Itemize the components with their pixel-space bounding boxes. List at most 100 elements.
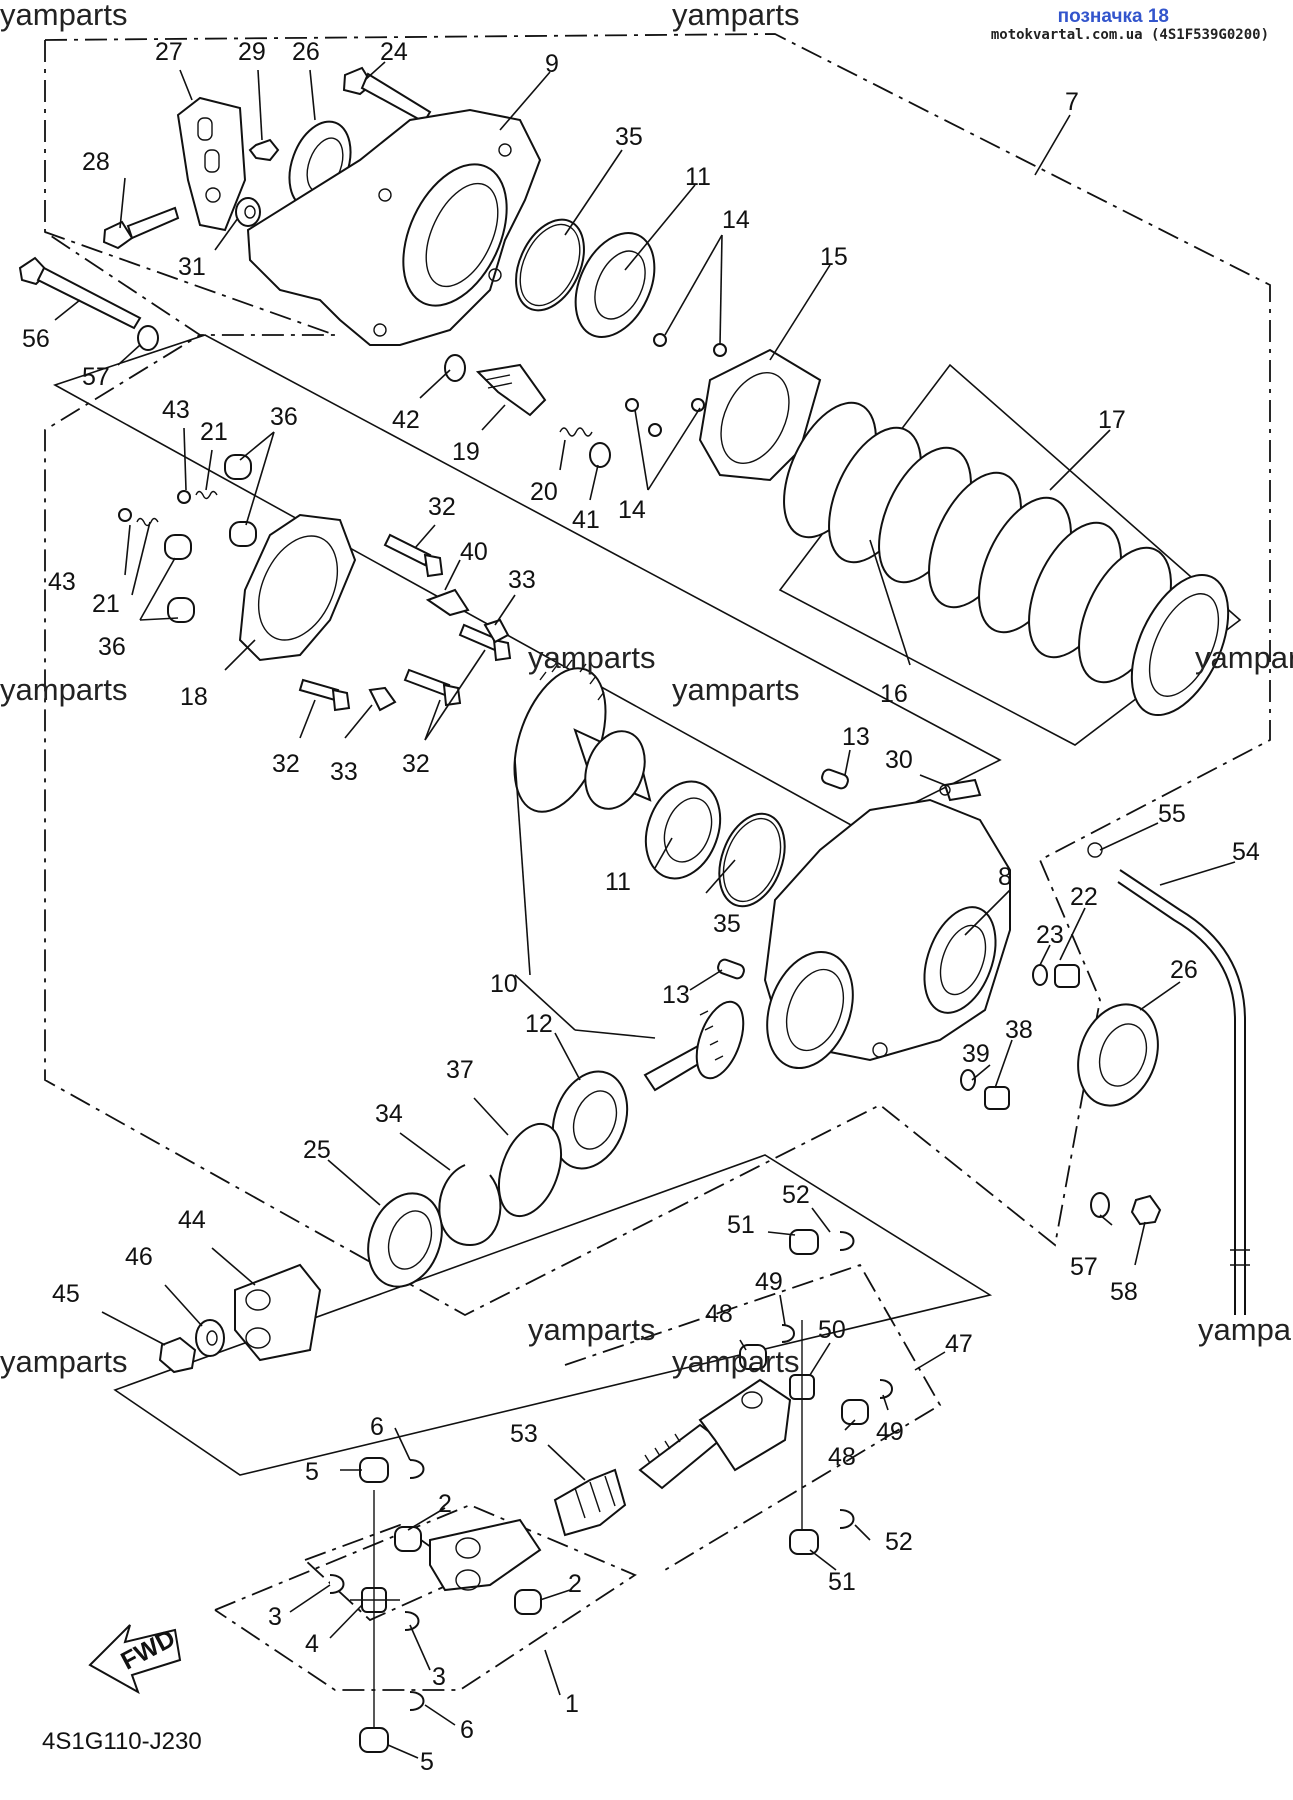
part-9-cover-housing <box>246 108 542 346</box>
callout-32-right: 32 <box>402 750 430 778</box>
callout-1: 1 <box>565 1690 579 1718</box>
watermarks: yamparts yamparts yamparts yamparts yamp… <box>0 0 1293 1379</box>
callout-11-lower: 11 <box>605 868 631 896</box>
part-28-bolt <box>102 206 180 250</box>
part-3-6-circlips <box>329 1459 425 1711</box>
callout-44: 44 <box>178 1206 206 1234</box>
part-8-main-housing <box>763 798 1011 1070</box>
callout-26: 26 <box>292 38 320 66</box>
part-13-dowels <box>717 768 849 980</box>
part-53-boot <box>553 1468 627 1537</box>
callout-8: 8 <box>998 863 1012 891</box>
callout-10: 10 <box>490 970 518 998</box>
callout-30: 30 <box>885 746 913 774</box>
part-55-hose-clip <box>1087 842 1103 858</box>
part-4-spider <box>350 1490 400 1728</box>
part-50-spider <box>789 1320 815 1545</box>
part-48-51-bearing-caps <box>739 1229 869 1555</box>
callout-49-right: 49 <box>876 1418 904 1446</box>
callout-27: 27 <box>155 38 183 66</box>
part-15-gasket <box>698 348 822 482</box>
callout-58: 58 <box>1110 1278 1138 1306</box>
part-18-gasket-plate <box>238 513 357 662</box>
part-22-23-drain-plug <box>1032 964 1080 988</box>
callout-57-right: 57 <box>1070 1253 1098 1281</box>
part-25-seal <box>367 1192 443 1288</box>
callout-32-left: 32 <box>272 750 300 778</box>
part-31-washer <box>235 197 261 227</box>
part-57-washer <box>1090 1192 1110 1218</box>
callout-55: 55 <box>1158 800 1186 828</box>
callout-57: 57 <box>82 363 110 391</box>
callout-5-bottom: 5 <box>420 1748 434 1776</box>
callout-31: 31 <box>178 253 206 281</box>
part-24-bolt <box>342 66 432 124</box>
part-47-drive-yoke <box>638 1378 792 1490</box>
diagram-source-text: motokvartal.com.ua (4S1F539G0200) <box>990 27 1269 43</box>
part-38-39-fill-plug <box>960 1069 1010 1110</box>
callout-6-bottom: 6 <box>460 1716 474 1744</box>
part-37-shim <box>497 1122 563 1218</box>
callout-18: 18 <box>180 683 208 711</box>
part-29-nut <box>248 138 280 162</box>
callout-51-top: 51 <box>727 1211 755 1239</box>
watermark: yamparts <box>672 672 799 707</box>
callout-7: 7 <box>1065 88 1079 116</box>
part-12-bearing <box>551 1070 629 1170</box>
callout-37: 37 <box>446 1056 474 1084</box>
assembly-outline-main <box>44 33 1271 1317</box>
part-20-spring <box>559 427 593 437</box>
callout-2-right: 2 <box>568 1570 582 1598</box>
callout-33-right: 33 <box>508 566 536 594</box>
part-56-long-bolt <box>18 256 159 351</box>
part-26-seal-right <box>1077 1003 1159 1107</box>
callout-21-top: 21 <box>200 418 228 446</box>
diagram-reference-label: позначка 18 <box>1057 6 1169 27</box>
callout-41: 41 <box>572 506 600 534</box>
part-42-washer <box>444 354 466 382</box>
callout-14-top: 14 <box>722 206 750 234</box>
callout-23: 23 <box>1036 921 1064 949</box>
callout-28: 28 <box>82 148 110 176</box>
part-21-43-springs-balls <box>118 490 218 527</box>
callout-24: 24 <box>380 38 408 66</box>
watermark: yamparts <box>1198 1312 1293 1347</box>
callout-51-bottom: 51 <box>828 1568 856 1596</box>
part-2-5-bearing-caps <box>359 1457 542 1753</box>
part-46-washer <box>195 1319 225 1357</box>
leader-lines <box>54 61 1236 1759</box>
callout-53: 53 <box>510 1420 538 1448</box>
callout-17: 17 <box>1098 406 1126 434</box>
callout-39: 39 <box>962 1040 990 1068</box>
assembly-outline-spider-4 <box>304 1523 472 1622</box>
callout-38: 38 <box>1005 1016 1033 1044</box>
callout-35: 35 <box>615 123 643 151</box>
callout-13-top: 13 <box>842 723 870 751</box>
part-10-pinion-gear <box>643 1000 745 1092</box>
callout-32-top: 32 <box>428 493 456 521</box>
part-44-yoke <box>234 1263 322 1362</box>
callout-26-right: 26 <box>1170 956 1198 984</box>
callout-36-bottom: 36 <box>98 633 126 661</box>
part-49-52-circlips <box>781 1231 893 1529</box>
part-11-bearing-lower <box>644 780 722 880</box>
diagram-code: 4S1G110-J230 <box>42 1728 202 1755</box>
callout-13-bottom: 13 <box>662 981 690 1009</box>
callout-12: 12 <box>525 1010 553 1038</box>
part-36-dowels <box>164 454 257 623</box>
part-16-17-clutch-plates <box>783 401 1230 717</box>
watermark: yamparts <box>672 1344 799 1379</box>
part-1-universal-joint <box>429 1518 542 1592</box>
part-19-shift-shaft <box>475 363 547 417</box>
callout-52-top: 52 <box>782 1181 810 1209</box>
callout-46: 46 <box>125 1243 153 1271</box>
callout-6-top: 6 <box>370 1413 384 1441</box>
callout-35-lower: 35 <box>713 910 741 938</box>
part-35-o-ring <box>515 218 585 312</box>
callout-34: 34 <box>375 1100 403 1128</box>
callout-49-top: 49 <box>755 1268 783 1296</box>
watermark: yamparts <box>528 640 655 675</box>
callout-43-top: 43 <box>162 396 190 424</box>
callout-11: 11 <box>685 163 711 191</box>
